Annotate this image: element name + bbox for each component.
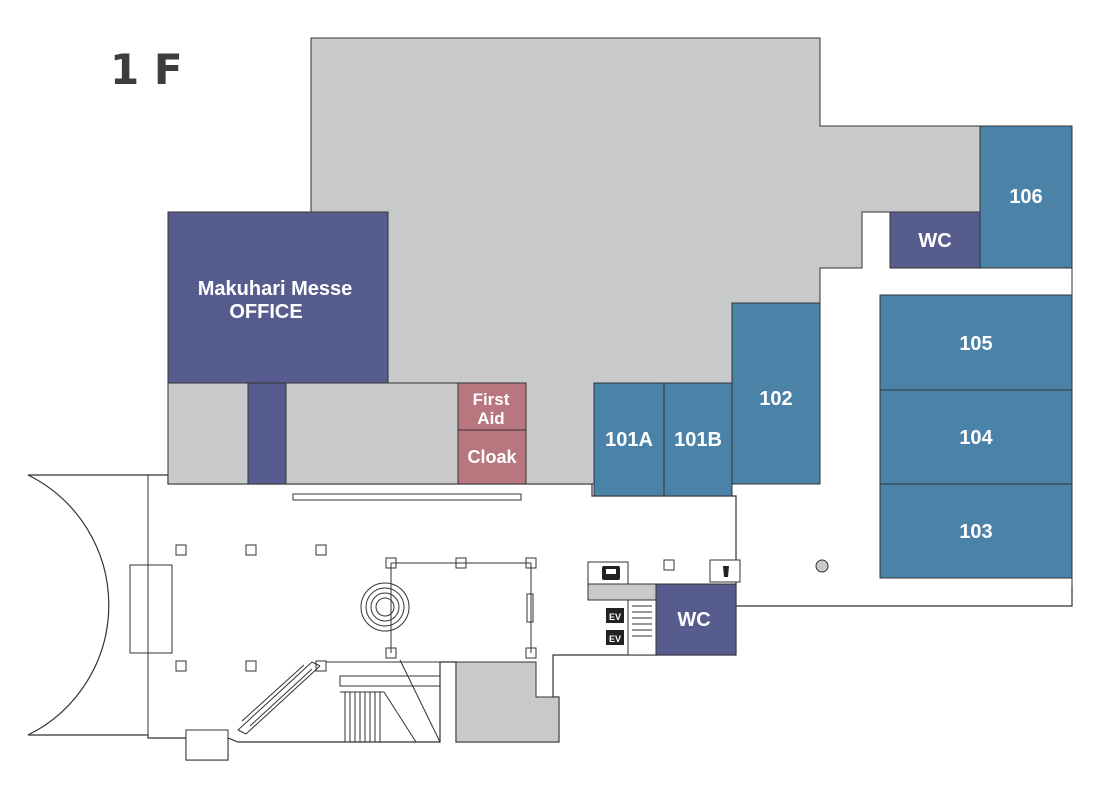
- escalator: [237, 661, 321, 735]
- room-103[interactable]: [879, 483, 1073, 579]
- room-101b[interactable]: [663, 382, 733, 497]
- elevator-2-label: EV: [609, 634, 621, 644]
- elevator-1[interactable]: EV: [606, 608, 624, 623]
- vending-machine-icon: [723, 566, 729, 577]
- service-block: [455, 661, 560, 743]
- room-101a-label: 101A: [605, 429, 653, 451]
- telephone-icon: [602, 566, 620, 580]
- info-booth: [185, 729, 229, 761]
- stair-treads: [632, 605, 652, 637]
- room-102-label: 102: [759, 388, 792, 410]
- room-106-label: 106: [1009, 186, 1042, 208]
- column: [815, 559, 829, 573]
- service-strip: [587, 583, 657, 601]
- first-aid-label-2: Aid: [477, 409, 504, 428]
- wc-lower[interactable]: [655, 583, 737, 656]
- wc-lower-label: WC: [677, 609, 710, 631]
- room-102[interactable]: [731, 302, 821, 485]
- room-101a[interactable]: [593, 382, 665, 497]
- room-103-label: 103: [959, 521, 992, 543]
- bench: [292, 493, 522, 501]
- first-aid-label: First: [473, 390, 510, 409]
- wc-upper[interactable]: [889, 211, 981, 269]
- atrium-frame: [390, 562, 532, 653]
- stairwell: [627, 599, 657, 656]
- floor-label: 1 F: [110, 45, 183, 94]
- room-104-label: 104: [959, 427, 993, 449]
- spiral-staircase: [360, 582, 410, 632]
- office-label-2: OFFICE: [229, 301, 302, 323]
- atrium-rail: [526, 593, 534, 623]
- cloak-label: Cloak: [467, 447, 517, 467]
- room-105-label: 105: [959, 333, 992, 355]
- stairs-lower: [326, 659, 441, 743]
- room-101b-label: 101B: [674, 429, 722, 451]
- room-104[interactable]: [879, 389, 1073, 485]
- room-106[interactable]: [979, 125, 1073, 269]
- office-side-room: [167, 382, 249, 485]
- wall-panel: [129, 564, 173, 654]
- office-corridor: [247, 382, 287, 485]
- elevator-2[interactable]: EV: [606, 630, 624, 645]
- room-105[interactable]: [879, 294, 1073, 391]
- elevator-1-label: EV: [609, 612, 621, 622]
- wc-upper-label: WC: [918, 230, 951, 252]
- storage-room: [285, 382, 459, 485]
- cloak-room[interactable]: [457, 429, 527, 485]
- office-label: Makuhari Messe: [198, 278, 353, 300]
- office-room[interactable]: [167, 211, 389, 384]
